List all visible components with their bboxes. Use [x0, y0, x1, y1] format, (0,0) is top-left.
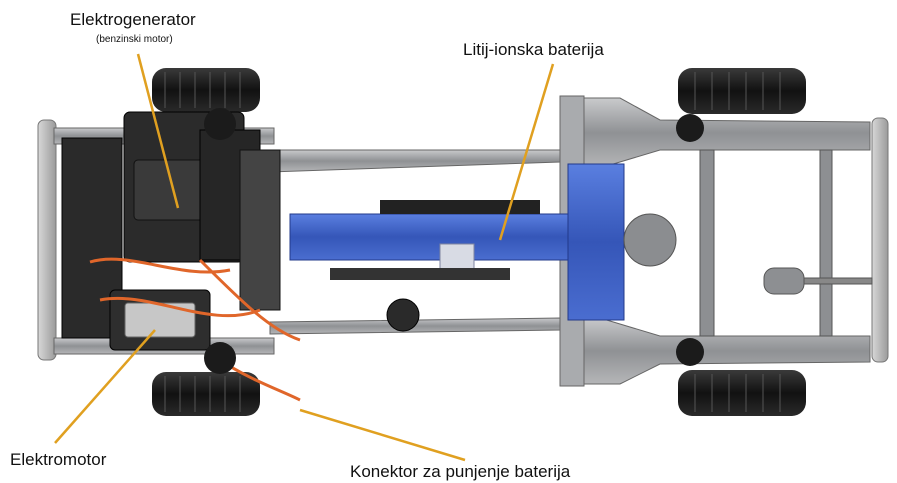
label-elektromotor: Elektromotor — [10, 450, 107, 469]
tire-rear-right — [678, 370, 806, 416]
label-konektor: Konektor za punjenje baterija — [350, 462, 571, 481]
electromotor-unit — [89, 257, 301, 402]
tires — [152, 68, 806, 416]
leader-lines — [54, 53, 555, 462]
bumpers — [37, 117, 889, 363]
tire-rear-left — [678, 68, 806, 114]
chassis-details — [204, 108, 873, 374]
leader-line-elektrogenerator — [136, 53, 180, 209]
rear-bumper — [871, 117, 889, 363]
tire-front-right — [152, 372, 260, 416]
label-elektrogenerator-sub: (benzinski motor) — [96, 34, 173, 45]
leader-line-konektor — [299, 408, 466, 462]
label-elektrogenerator: Elektrogenerator — [70, 10, 196, 29]
front-bumper — [37, 119, 57, 361]
label-baterija: Litij-ionska baterija — [463, 40, 604, 59]
leader-line-elektromotor — [54, 329, 156, 444]
battery-rear-block — [567, 163, 625, 321]
battery-pack — [289, 163, 625, 321]
leader-line-baterija — [498, 63, 555, 241]
tire-front-left — [152, 68, 260, 112]
